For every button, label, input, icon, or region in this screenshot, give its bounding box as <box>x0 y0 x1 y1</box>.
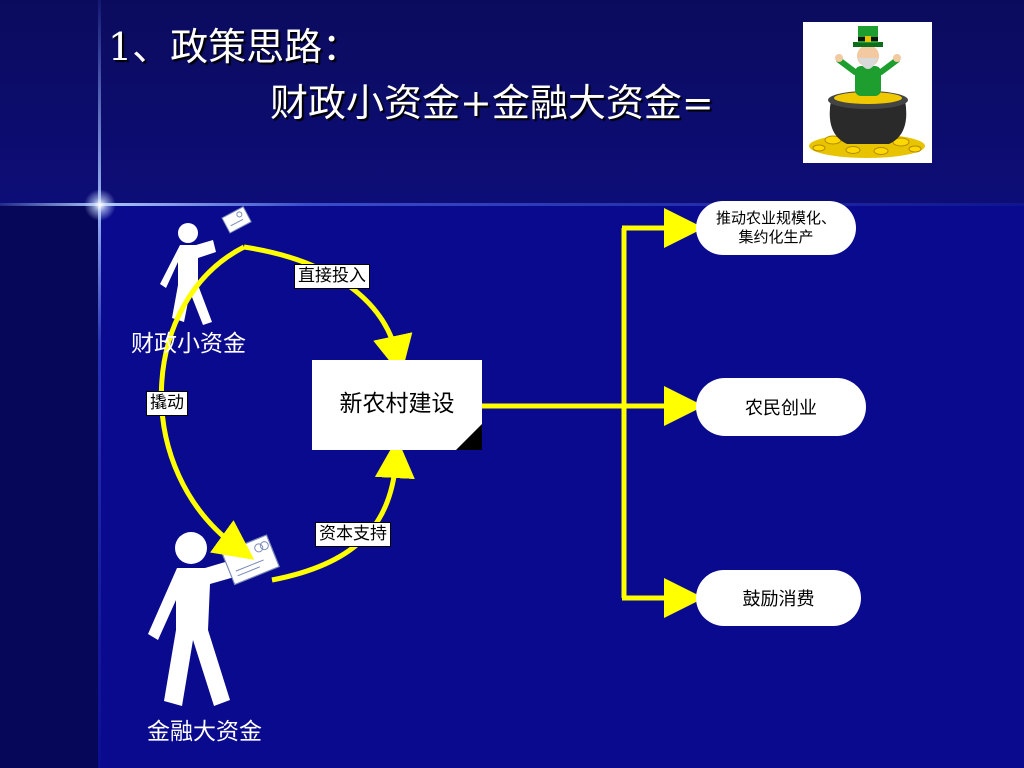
slide-title: 1、政策思路： <box>108 25 361 69</box>
background-left-band <box>0 205 98 768</box>
flare-vertical <box>98 0 101 768</box>
center-node-fold-corner <box>456 424 482 450</box>
edge-label-direct: 直接投入 <box>294 264 370 289</box>
outcome-label-1: 推动农业规模化、集约化生产 <box>715 209 836 246</box>
actor-label-finance: 金融大资金 <box>147 719 262 745</box>
outcome-label-3: 鼓励消费 <box>742 589 815 610</box>
edge-label-capital: 资本支持 <box>315 522 391 547</box>
person-with-document-icon-top <box>160 206 252 325</box>
person-with-document-icon-bottom <box>148 532 281 706</box>
edge-capital-arrow <box>271 438 415 583</box>
center-node-label: 新农村建设 <box>339 391 455 417</box>
outcome-node-1: 推动农业规模化、集约化生产 <box>696 201 856 255</box>
flare-horizontal <box>0 203 1024 206</box>
outcome-label-2: 农民创业 <box>745 398 817 419</box>
leprechaun-pot-of-gold-icon <box>803 22 932 163</box>
flare-star-icon <box>84 189 116 221</box>
slide-subtitle: 财政小资金+金融大资金= <box>270 81 714 125</box>
outcome-node-3: 鼓励消费 <box>696 570 861 626</box>
center-node-box: 新农村建设 <box>312 360 482 450</box>
outcome-node-2: 农民创业 <box>696 378 866 436</box>
actor-label-fiscal: 财政小资金 <box>131 331 246 357</box>
edge-leverage-arrow <box>158 244 255 560</box>
edge-label-leverage: 撬动 <box>146 391 188 416</box>
